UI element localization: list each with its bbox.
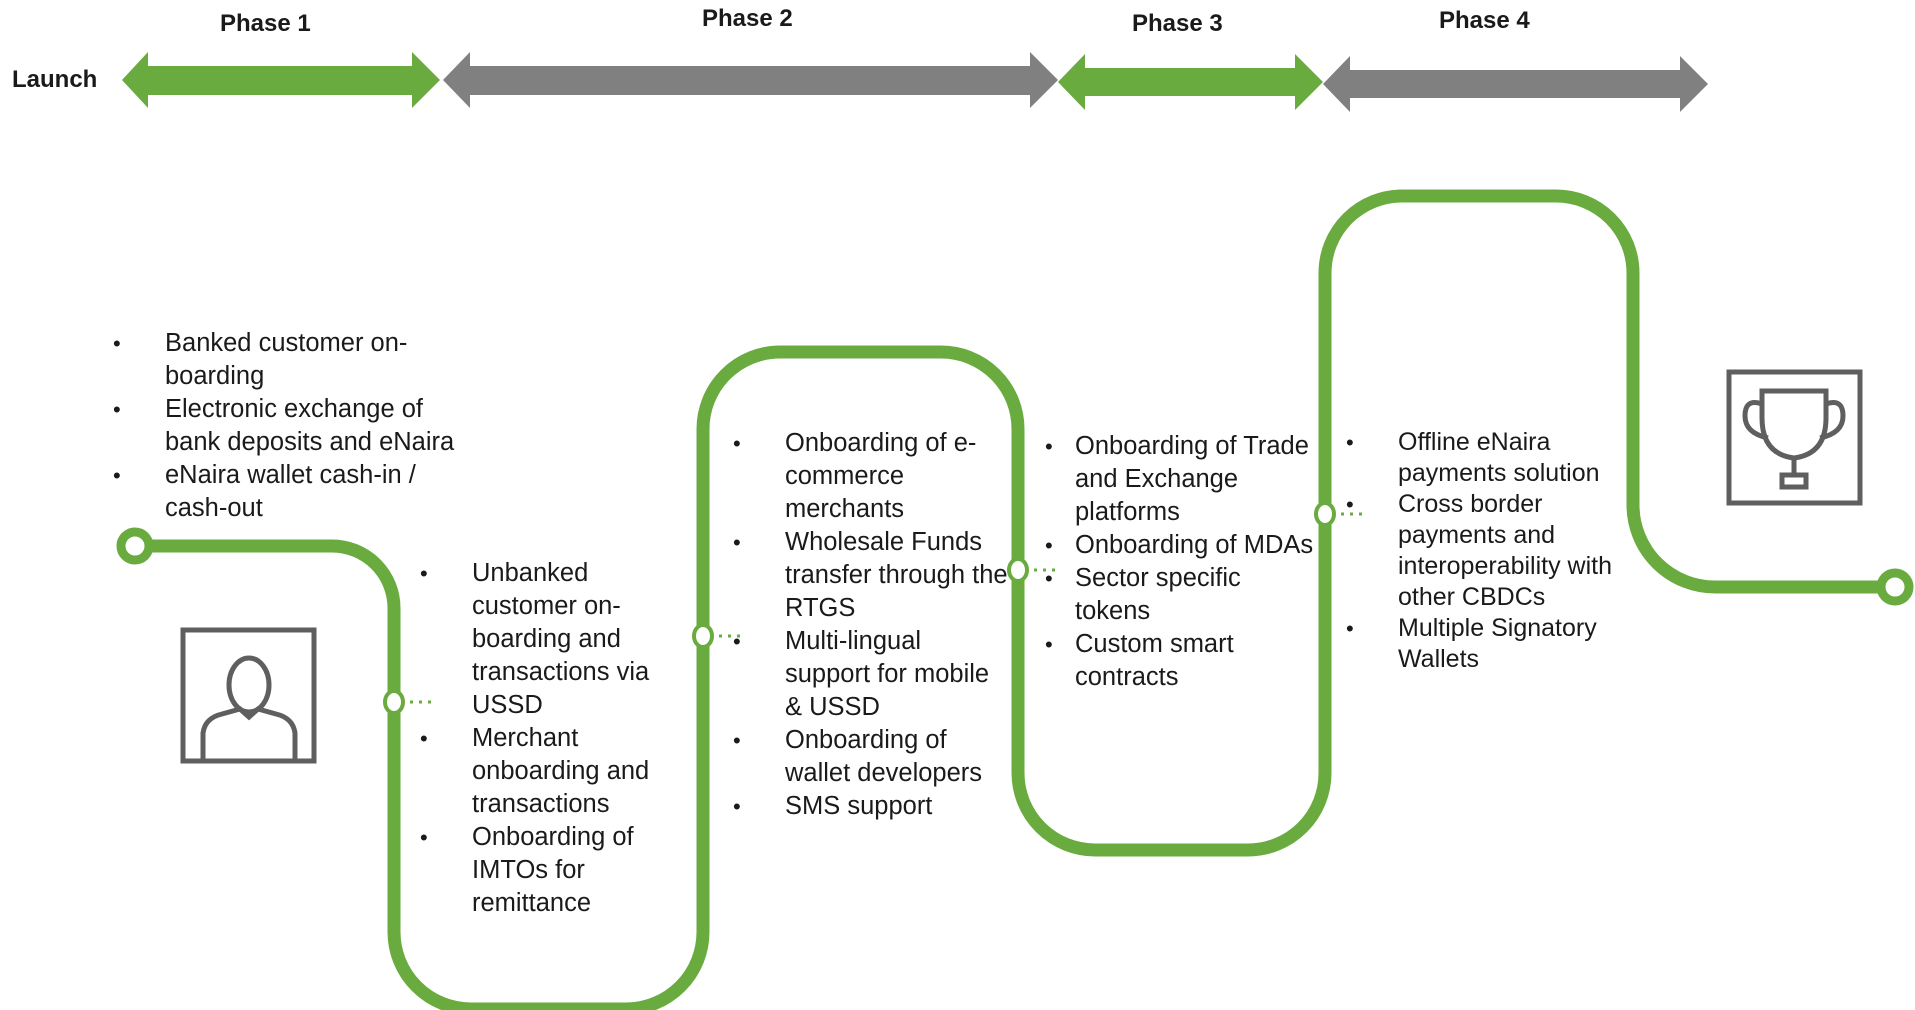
list-item: Onboarding of wallet developers — [733, 724, 1011, 790]
phase-1-title: Phase 1 — [220, 10, 311, 37]
trophy-icon — [1726, 369, 1863, 506]
phase-2-features: Onboarding of e-commerce merchants Whole… — [733, 427, 1011, 823]
launch-features: Banked customer on-boarding Electronic e… — [113, 327, 483, 525]
phase-1-features: Unbanked customer on-boarding and transa… — [420, 557, 680, 920]
list-item: SMS support — [733, 790, 1011, 823]
phase-3-arrow — [1058, 54, 1323, 110]
milestone-node-phase-3 — [1007, 557, 1029, 583]
phase-3-features: Onboarding of Trade and Exchange platfor… — [1045, 430, 1323, 694]
milestone-node-phase-2 — [692, 623, 714, 649]
list-item: Electronic exchange of bank deposits and… — [113, 393, 483, 459]
phase-4-title: Phase 4 — [1439, 7, 1530, 34]
phase-4-features: Offline eNaira payments solution Cross b… — [1346, 427, 1626, 675]
list-item: Banked customer on-boarding — [113, 327, 483, 393]
list-item: Onboarding of IMTOs for remittance — [420, 821, 680, 920]
list-item: Cross border payments and interoperabili… — [1346, 489, 1626, 613]
list-item: Merchant onboarding and transactions — [420, 722, 680, 821]
list-item: Custom smart contracts — [1045, 628, 1323, 694]
launch-label: Launch — [12, 66, 98, 93]
milestone-node-phase-1 — [383, 689, 405, 715]
list-item: eNaira wallet cash-in / cash-out — [113, 459, 483, 525]
end-node — [1876, 568, 1914, 606]
phase-2-title: Phase 2 — [702, 5, 793, 32]
list-item: Onboarding of MDAs — [1045, 529, 1323, 562]
list-item: Onboarding of Trade and Exchange platfor… — [1045, 430, 1323, 529]
start-node — [116, 527, 154, 565]
roadmap-path — [128, 189, 1902, 1010]
list-item: Offline eNaira payments solution — [1346, 427, 1626, 489]
list-item: Wholesale Funds transfer through the RTG… — [733, 526, 1011, 625]
list-item: Multiple Signatory Wallets — [1346, 613, 1626, 675]
phase-3-title: Phase 3 — [1132, 10, 1223, 37]
phase-2-arrow — [443, 52, 1058, 108]
phase-4-arrow — [1323, 56, 1708, 112]
phase-1-arrow — [122, 52, 440, 108]
list-item: Unbanked customer on-boarding and transa… — [420, 557, 680, 722]
list-item: Multi-lingual support for mobile & USSD — [733, 625, 1011, 724]
list-item: Sector specific tokens — [1045, 562, 1323, 628]
person-icon — [180, 627, 317, 764]
list-item: Onboarding of e-commerce merchants — [733, 427, 1011, 526]
